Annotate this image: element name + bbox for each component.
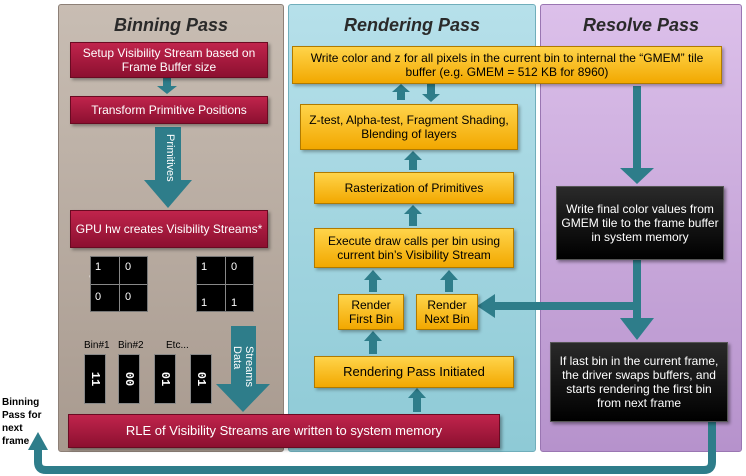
transform-primitive-box: Transform Primitive Positions [70,96,268,124]
bin1-label: Bin#1 [84,340,110,351]
rasterization-box: Rasterization of Primitives [314,172,514,204]
grid-left-cell-4: 0 [125,291,132,303]
arrow-write-final [620,86,654,184]
bin-stream-3: 01 [154,354,176,404]
execute-draw-calls-box: Execute draw calls per bin using current… [314,228,514,268]
arrow-streams-data [216,326,270,412]
grid-right-cell-2: 0 [231,261,238,273]
rle-visibility-streams-box: RLE of Visibility Streams are written to… [68,414,500,448]
bin-stream-4: 01 [190,354,212,404]
primitives-label: Primitives [164,134,176,182]
write-final-color-box: Write final color values from GMEM tile … [556,186,724,260]
arrow-init-first [364,331,382,354]
arrow-execute-raster [404,205,422,226]
arrow-last-bin [620,260,654,340]
bin2-label: Bin#2 [118,340,144,351]
binning-pass-title: Binning Pass [113,15,229,35]
arrow-write-to-ztest-down [422,84,440,102]
grid-left-cell-2: 0 [125,261,132,273]
grid-right-cell-4: 1 [231,297,238,309]
grid-right-cell-3: 1 [201,297,208,309]
visibility-grid-right: 1 0 1 1 [196,256,254,312]
rendering-pass-initiated-box: Rendering Pass Initiated [314,356,514,388]
arrow-first-execute [364,270,382,292]
arrow-loop-next-bin [477,294,641,318]
arrow-ztest-to-write-up [392,84,410,100]
bin-stream-2: 00 [118,354,140,404]
render-first-bin-box: Render First Bin [338,294,404,330]
arrow-primitives [144,127,192,208]
binning-pass-next-frame-label: Binning Pass for next frame [2,397,42,447]
arrow-rle-init [408,388,426,412]
grid-left-cell-3: 0 [95,291,102,303]
render-next-bin-box: Render Next Bin [416,294,478,330]
setup-visibility-stream-box: Setup Visibility Stream based on Frame B… [70,42,268,78]
resolve-pass-title: Resolve Pass [582,15,700,35]
grid-left-cell-1: 1 [95,261,102,273]
gpu-hw-creates-box: GPU hw creates Visibility Streams* [70,210,268,248]
last-bin-box: If last bin in the current frame, the dr… [550,342,728,422]
rendering-pass-title: Rendering Pass [343,15,481,35]
streams-data-label: Streams Data [231,346,255,387]
etc-label: Etc... [166,340,189,351]
visibility-grid-left: 1 0 0 0 [90,256,148,312]
write-color-gmem-box: Write color and z for all pixels in the … [292,46,722,84]
arrow-setup-transform [157,78,177,94]
arrow-raster-ztest [404,151,422,170]
grid-right-cell-1: 1 [201,261,208,273]
ztest-fragment-box: Z-test, Alpha-test, Fragment Shading, Bl… [300,104,518,150]
arrow-next-execute [440,270,458,292]
bin-stream-1: 11 [84,354,106,404]
arrow-next-frame-loop [34,410,716,474]
